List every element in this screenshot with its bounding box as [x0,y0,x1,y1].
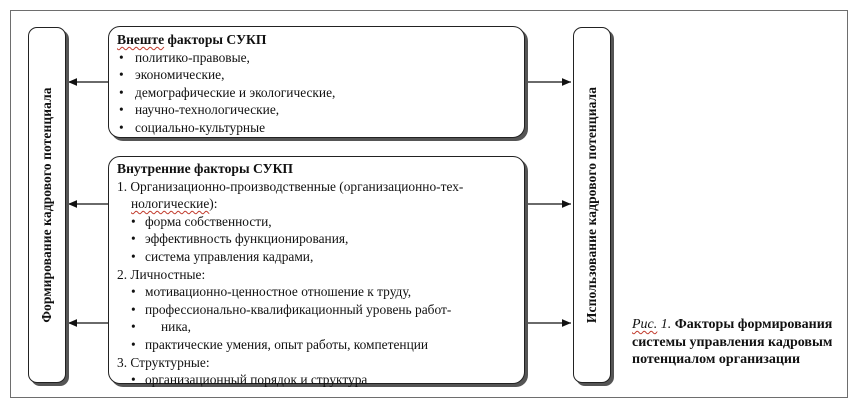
section-2-heading: 2. Личностные: [117,266,206,282]
list-item-continuation: ника, [117,318,516,336]
internal-factors-title: Внутренние факторы СУКП [117,161,294,176]
right-panel-usage: Использование кадрового потенциала [573,27,611,383]
list-item: социально-культурные [117,119,516,137]
external-factors-box: Внеште факторы СУКП политико-правовые, э… [108,26,525,138]
list-item: система управления кадрами, [117,248,516,266]
section-3-heading: 3. Структурные: [117,354,210,370]
section-1-heading-cont: нологические): [131,196,218,212]
section-1-list: форма собственности, эффективность функц… [117,213,516,266]
list-item: практические умения, опыт работы, компет… [117,336,516,354]
right-panel-label: Использование кадрового потенциала [584,86,599,324]
figure-frame [10,10,848,398]
internal-factors-box: Внутренние факторы СУКП 1. Организационн… [108,156,525,388]
list-item: профессионально-квалификационный уровень… [117,301,516,319]
list-item: организационный порядок и структура [117,371,516,389]
left-panel-label: Формирование кадрового потенциала [39,87,54,323]
list-item: экономические, [117,66,516,84]
external-factors-list: политико-правовые, экономические, демогр… [117,49,516,137]
list-item: эффективность функционирования, [117,230,516,248]
section-3-list: организационный порядок и структура [117,371,516,389]
list-item: мотивационно-ценностное отношение к труд… [117,283,516,301]
list-item: политико-правовые, [117,49,516,67]
left-panel-formation: Формирование кадрового потенциала [28,27,66,383]
external-factors-title: Внеште факторы СУКП [117,32,267,47]
list-item: научно-технологические, [117,101,516,119]
list-item: форма собственности, [117,213,516,231]
section-1-heading: 1. Организационно-производственные (орга… [117,178,464,194]
list-item: демографические и экологические, [117,84,516,102]
section-2-list: мотивационно-ценностное отношение к труд… [117,283,516,353]
figure-caption: Рис. 1. Факторы формирования системы упр… [632,317,833,368]
